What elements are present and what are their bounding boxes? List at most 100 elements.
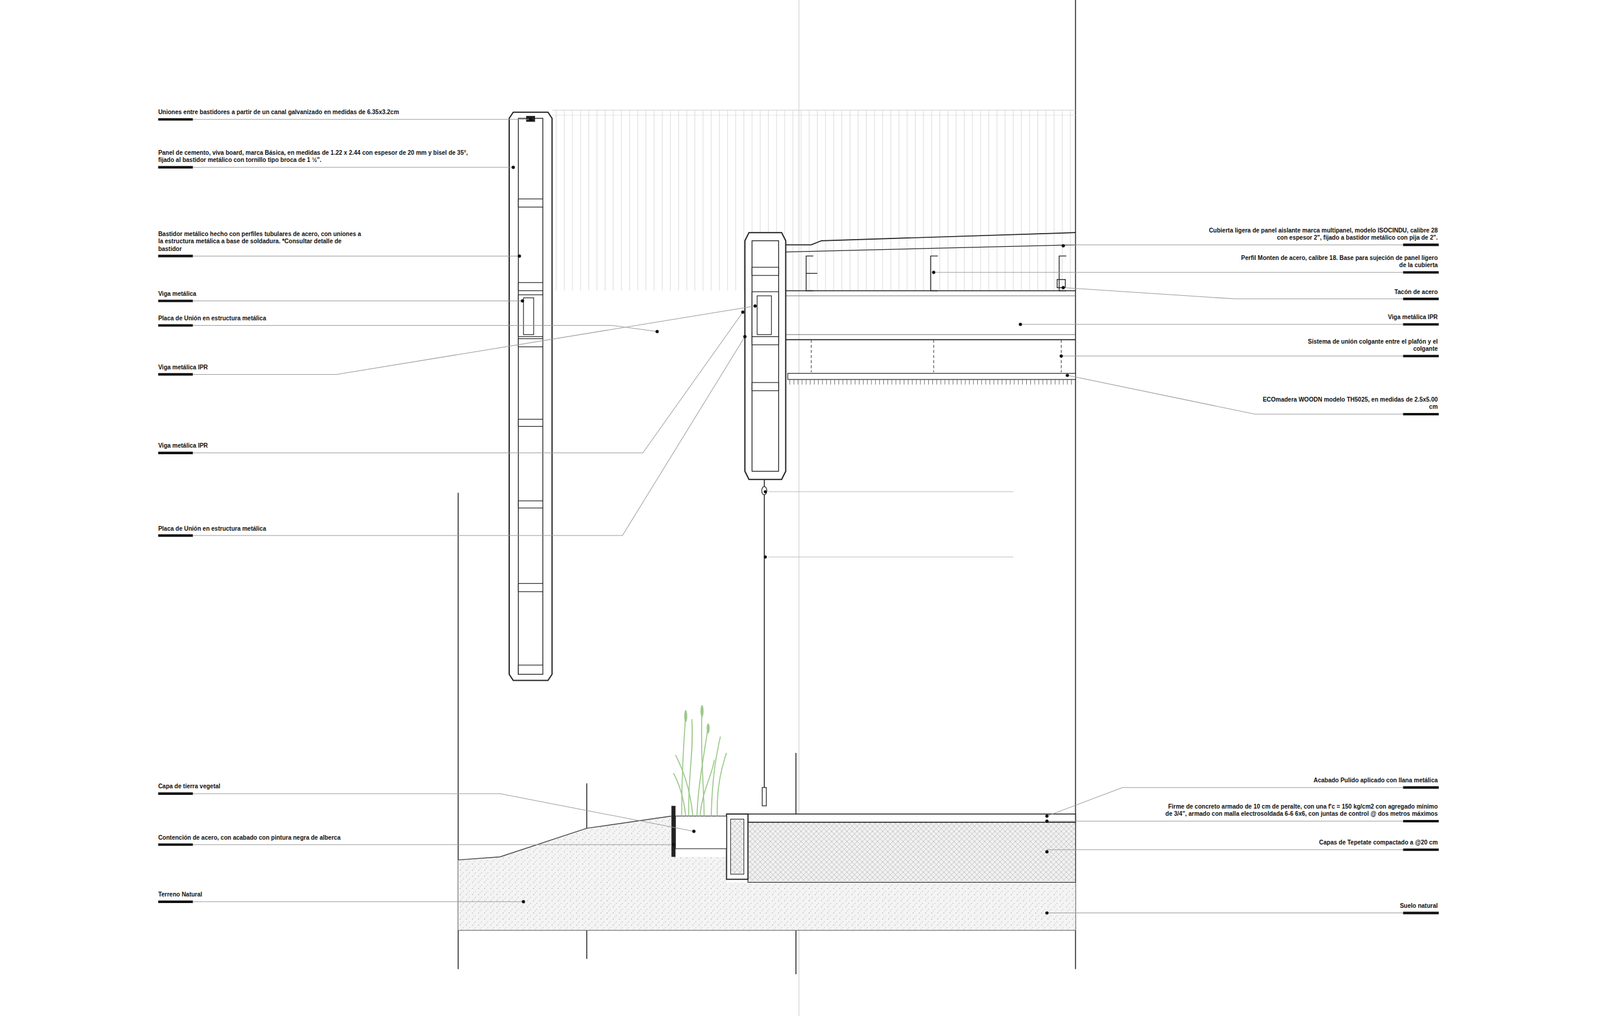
ceiling-slat xyxy=(895,379,896,385)
ceiling-slat xyxy=(952,379,954,385)
label-bar xyxy=(1402,297,1439,301)
fence-line xyxy=(808,109,810,291)
ceiling-slat xyxy=(818,379,819,385)
fence-line xyxy=(915,109,916,291)
ceiling-slat xyxy=(981,379,982,385)
label-bar xyxy=(1402,271,1439,274)
fence-line xyxy=(833,109,834,291)
leader-line xyxy=(193,336,746,536)
leader-dot xyxy=(931,270,935,274)
fence-line xyxy=(1020,109,1022,291)
ceiling-slat xyxy=(944,379,945,385)
callout-label: Viga metálica IPR xyxy=(158,442,338,451)
fence-line xyxy=(988,109,990,291)
label-bar xyxy=(158,900,194,904)
fence-line xyxy=(686,109,687,291)
ceiling-slat xyxy=(973,379,974,385)
fence-line xyxy=(825,109,826,291)
ceiling-slat xyxy=(919,379,921,385)
fence-line xyxy=(1062,109,1063,291)
leader-line xyxy=(193,300,523,302)
callout-label: Tacón de acero xyxy=(1258,288,1439,297)
fence-line xyxy=(710,109,712,291)
label-bar xyxy=(158,372,194,376)
leader-dot xyxy=(1045,819,1049,823)
leader-dot xyxy=(671,843,675,847)
fence-line xyxy=(964,109,965,291)
ceiling-slat xyxy=(997,379,999,385)
label-bar xyxy=(158,254,194,258)
fence-line xyxy=(1037,109,1039,291)
ceiling-slat xyxy=(830,379,831,385)
fence-line xyxy=(898,109,900,291)
leader-dot xyxy=(1065,373,1069,377)
ceiling-slat xyxy=(977,379,978,385)
ceiling-slat xyxy=(822,379,824,385)
callout-label: Acabado Pulido aplicado con llana metáli… xyxy=(1198,776,1439,785)
leader-line xyxy=(933,271,1403,273)
leader-line xyxy=(1047,849,1404,852)
fence-line xyxy=(662,109,663,291)
fence-line xyxy=(588,109,590,291)
ceiling-slat xyxy=(879,379,880,385)
fence-line xyxy=(620,109,622,291)
ceiling-slat xyxy=(940,379,942,385)
ceiling-slat xyxy=(1034,379,1036,385)
ceiling-slat xyxy=(1066,379,1068,385)
ceiling-slat xyxy=(863,379,864,385)
fence-line xyxy=(743,109,745,291)
fence-line xyxy=(955,109,957,291)
fence-line xyxy=(596,109,598,291)
fence-line xyxy=(996,109,998,291)
leader-line xyxy=(193,118,531,120)
leader-line xyxy=(1020,323,1403,325)
ceiling-slat xyxy=(854,379,856,385)
fence-line xyxy=(947,109,949,291)
label-bar xyxy=(1402,786,1439,789)
fence-line xyxy=(694,109,696,291)
ceiling-slat xyxy=(801,379,803,385)
callout-label: Terreno Natural xyxy=(158,891,338,899)
leader-dot xyxy=(692,829,696,833)
callout-label: Placa de Unión en estructura metálica xyxy=(158,314,398,323)
callout-label: Perfil Monten de acero, calibre 18. Base… xyxy=(1240,254,1439,270)
fence-line xyxy=(604,109,606,291)
ceiling-slat xyxy=(903,379,905,385)
fence-line xyxy=(571,109,573,291)
callout-label: Firme de concreto armado de 10 cm de per… xyxy=(1163,803,1439,819)
leader-dot xyxy=(655,329,659,333)
leader-dot xyxy=(1019,322,1023,326)
fence-line xyxy=(792,109,794,291)
fence-line xyxy=(849,109,851,291)
ceiling-slat xyxy=(916,379,917,385)
leader-dot xyxy=(753,304,757,308)
fence-line xyxy=(890,109,892,291)
leader-line xyxy=(193,844,674,846)
ceiling-slat xyxy=(875,379,876,385)
ceiling-slat xyxy=(858,379,860,385)
fence-line xyxy=(580,109,581,291)
fence-line xyxy=(857,109,859,291)
leader-dot xyxy=(1059,354,1063,358)
fence-line xyxy=(719,109,720,291)
fence-line xyxy=(564,109,565,291)
ceiling-slat xyxy=(961,379,962,385)
ceiling-slat xyxy=(1014,379,1015,385)
ceiling-slat xyxy=(989,379,991,385)
ceiling-slat xyxy=(1010,379,1011,385)
ceiling-slat xyxy=(1038,379,1040,385)
fence-line xyxy=(727,109,728,291)
ceiling-slat xyxy=(883,379,884,385)
ceiling-slat xyxy=(871,379,873,385)
ceiling-slat xyxy=(797,379,799,385)
callout-label: Sistema de unión colgante entre el plafó… xyxy=(1282,338,1439,354)
fence-line xyxy=(678,109,679,291)
callout-label: Contención de acero, con acabado con pin… xyxy=(158,834,428,843)
ceiling-slat xyxy=(805,379,807,385)
ceiling-slat xyxy=(965,379,966,385)
fence-line xyxy=(906,109,908,291)
fence-line xyxy=(882,109,883,291)
ceiling-slat xyxy=(891,379,893,385)
ceiling-slat xyxy=(825,379,827,385)
ceiling-slat xyxy=(809,379,811,385)
